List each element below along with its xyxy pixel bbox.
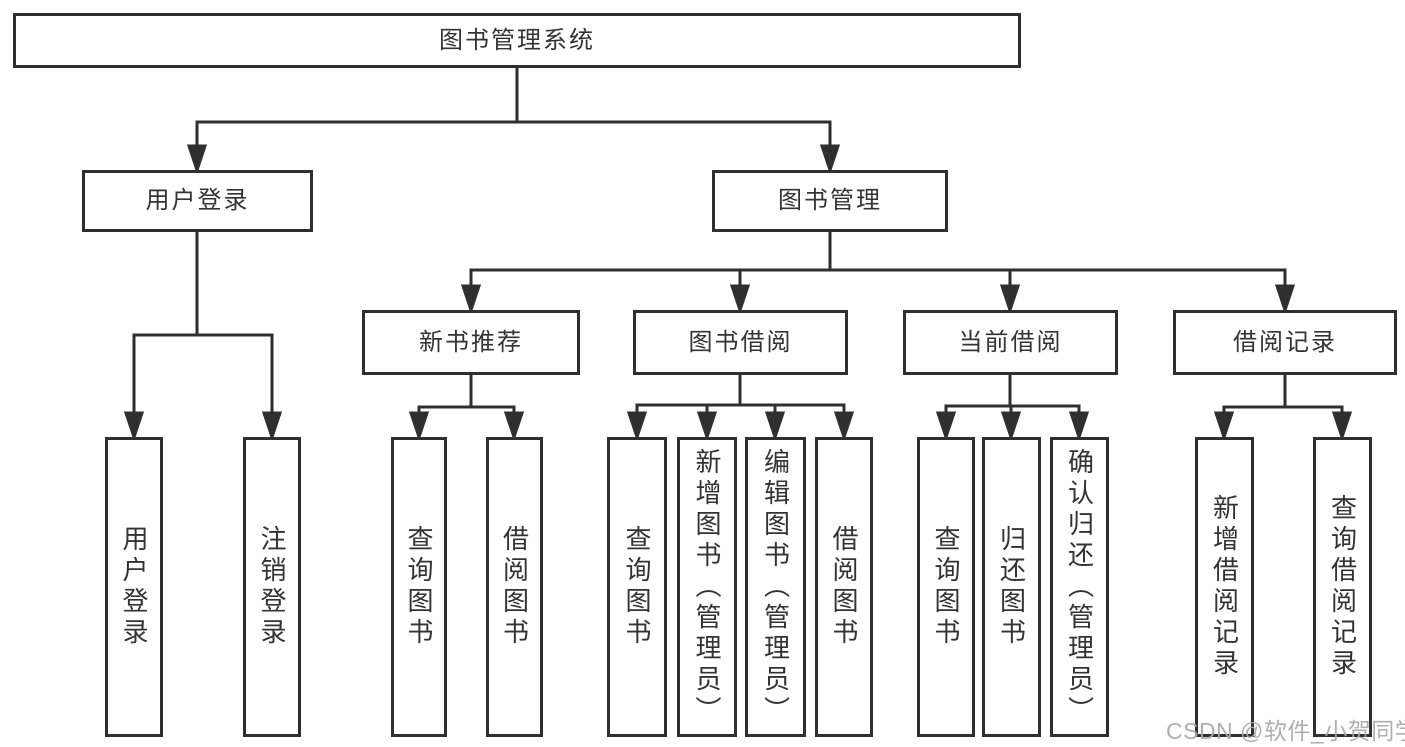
node-borrow-records-label: 借阅记录 <box>1233 328 1337 356</box>
node-current-borrow-label: 当前借阅 <box>958 328 1063 356</box>
leaf-query-books-recommend: 查询图书 <box>391 437 447 737</box>
node-user-login: 用户登录 <box>82 170 313 232</box>
leaf-borrow-books-label: 借阅图书 <box>829 525 859 649</box>
leaf-logout-label: 注销登录 <box>257 525 287 649</box>
leaf-add-borrow-record: 新增借阅记录 <box>1195 437 1254 737</box>
node-book-borrow: 图书借阅 <box>633 310 848 375</box>
leaf-borrow-books-recommend-label: 借阅图书 <box>499 525 530 649</box>
leaf-logout: 注销登录 <box>243 437 301 737</box>
connector-current-borrow <box>935 373 1090 442</box>
leaf-add-borrow-record-label: 新增借阅记录 <box>1209 494 1240 680</box>
leaf-edit-books-admin: 编辑图书（管理员） <box>745 437 806 737</box>
leaf-query-borrow-record: 查询借阅记录 <box>1313 437 1372 737</box>
leaf-user-login: 用户登录 <box>105 437 163 737</box>
leaf-add-books-admin-label: 新增图书（管理员） <box>692 447 722 727</box>
csdn-watermark: CSDN @软件_小贺同学 <box>1166 718 1405 744</box>
node-root-label: 图书管理系统 <box>439 26 595 54</box>
node-current-borrow: 当前借阅 <box>903 310 1118 375</box>
leaf-query-books-current: 查询图书 <box>917 437 975 737</box>
connector-book-borrow <box>626 373 855 442</box>
leaf-add-books-admin: 新增图书（管理员） <box>677 437 737 737</box>
node-root: 图书管理系统 <box>13 13 1021 68</box>
leaf-borrow-books-recommend: 借阅图书 <box>486 437 543 737</box>
leaf-return-books-label: 归还图书 <box>996 525 1027 649</box>
leaf-confirm-return-admin-label: 确认归还（管理员） <box>1064 447 1095 727</box>
node-borrow-records: 借阅记录 <box>1173 310 1397 375</box>
connector-book-management-to-level3 <box>460 230 1296 315</box>
connector-root-to-level2 <box>186 66 841 175</box>
leaf-query-books-recommend-label: 查询图书 <box>404 525 434 649</box>
connector-borrow-records <box>1213 373 1353 442</box>
node-new-book-recommend-label: 新书推荐 <box>419 328 523 356</box>
leaf-query-borrow-record-label: 查询借阅记录 <box>1327 494 1358 680</box>
leaf-borrow-books: 借阅图书 <box>815 437 873 737</box>
leaf-query-books-borrow: 查询图书 <box>607 437 667 737</box>
leaf-edit-books-admin-label: 编辑图书（管理员） <box>760 447 791 727</box>
leaf-return-books: 归还图书 <box>982 437 1041 737</box>
leaf-user-login-label: 用户登录 <box>119 525 149 649</box>
leaf-confirm-return-admin: 确认归还（管理员） <box>1050 437 1109 737</box>
node-book-management-label: 图书管理 <box>778 187 882 214</box>
connector-user-login-to-leaves <box>123 230 283 442</box>
connector-new-book-recommend <box>408 373 525 442</box>
leaf-query-books-current-label: 查询图书 <box>931 525 961 649</box>
leaf-query-books-borrow-label: 查询图书 <box>622 525 652 649</box>
node-book-borrow-label: 图书借阅 <box>688 328 793 356</box>
node-new-book-recommend: 新书推荐 <box>362 310 580 375</box>
node-user-login-label: 用户登录 <box>145 187 250 214</box>
node-book-management: 图书管理 <box>712 170 948 232</box>
